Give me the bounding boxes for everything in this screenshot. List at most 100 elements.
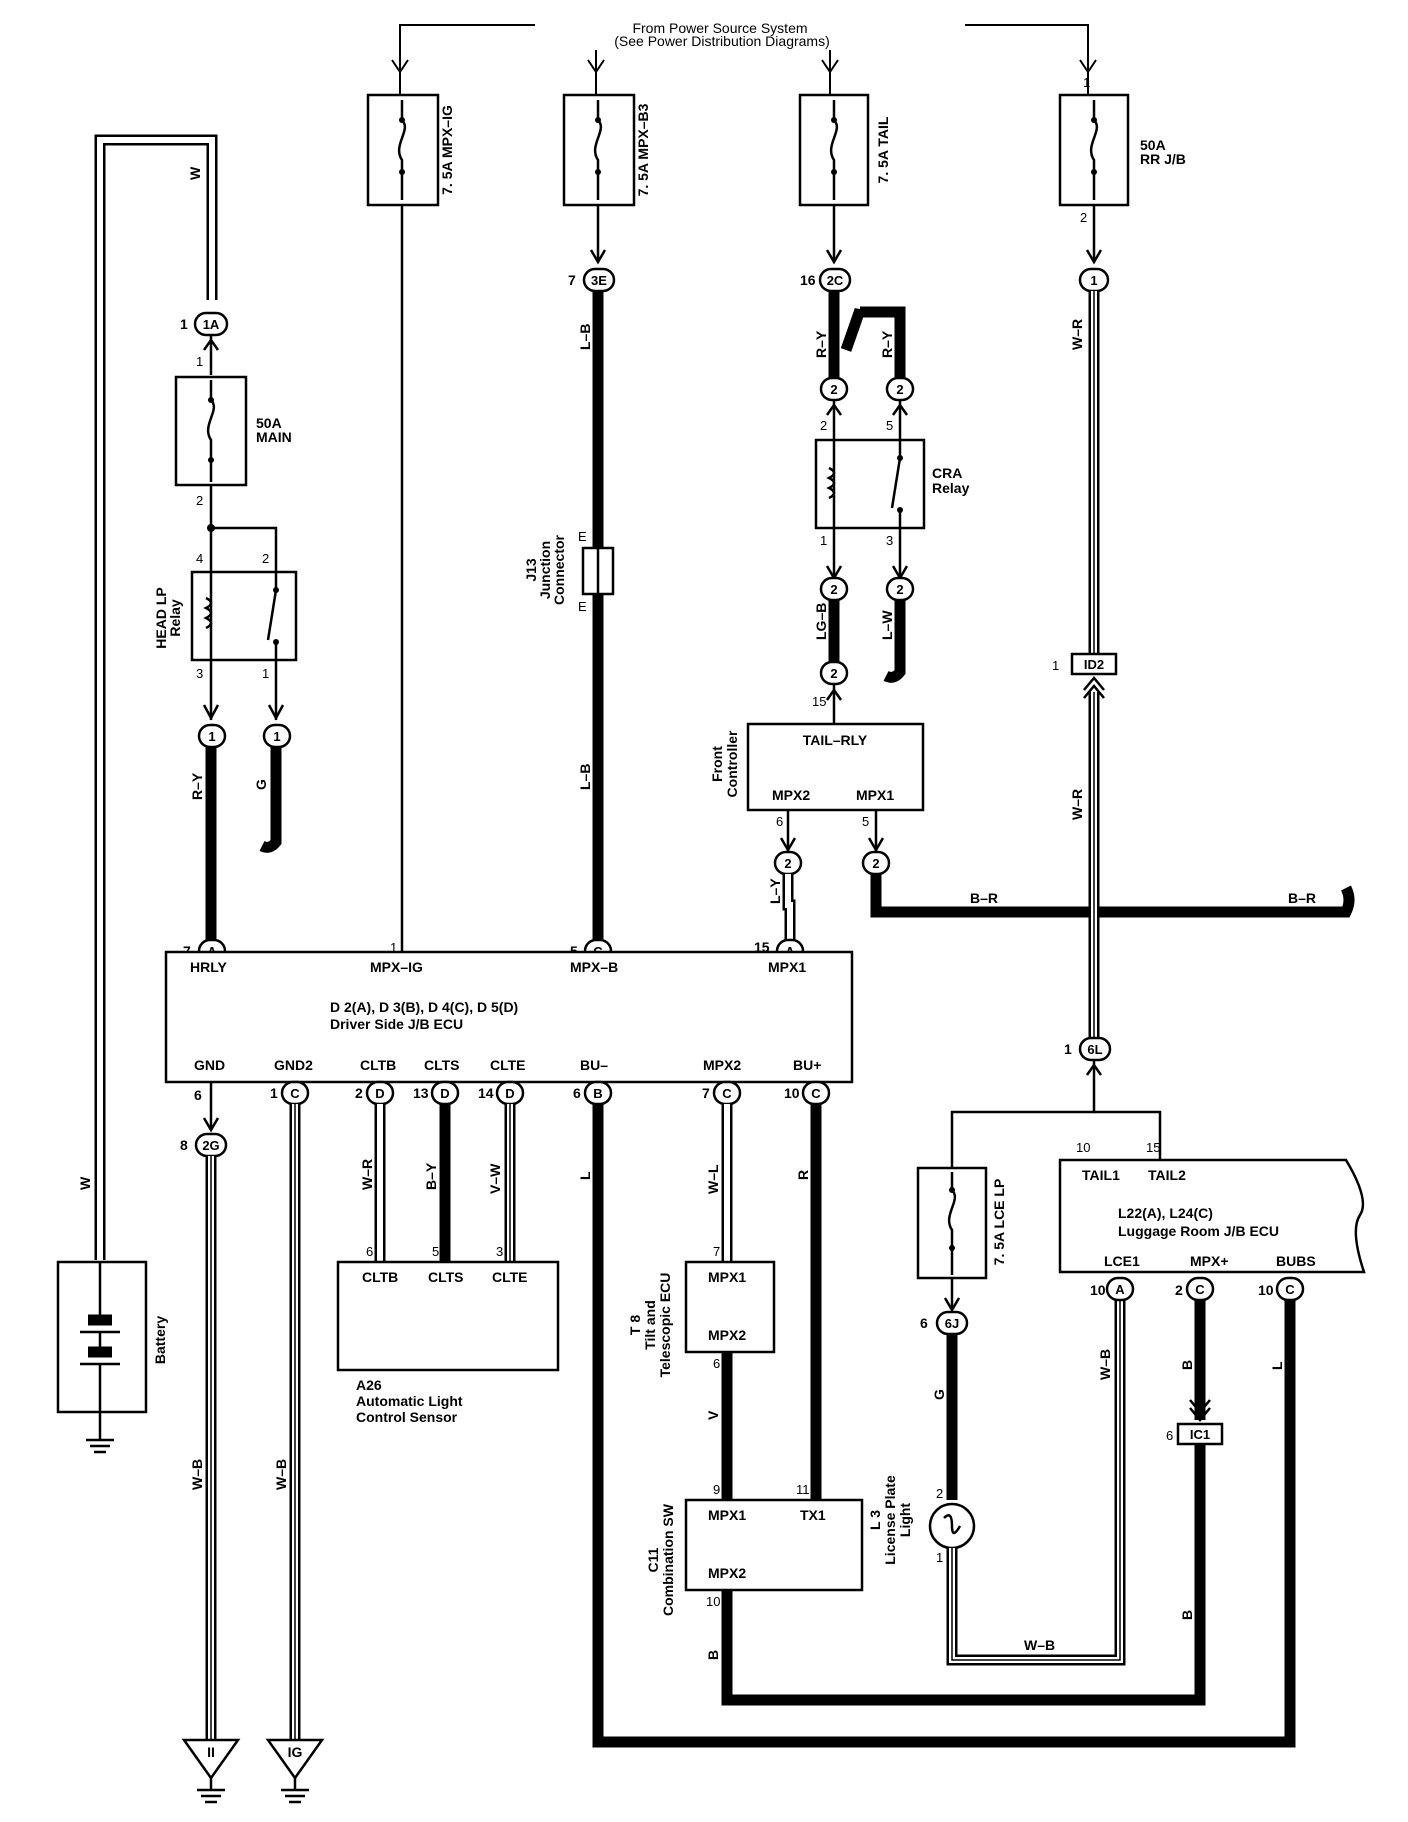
- svg-text:Relay: Relay: [932, 480, 970, 496]
- svg-text:Relay: Relay: [167, 599, 183, 637]
- svg-text:V: V: [705, 1410, 721, 1420]
- svg-text:W–R: W–R: [1069, 789, 1085, 820]
- svg-text:10: 10: [784, 1085, 800, 1101]
- svg-text:R–Y: R–Y: [189, 772, 205, 800]
- svg-text:W–L: W–L: [705, 1164, 721, 1194]
- svg-text:10: 10: [706, 1594, 720, 1609]
- svg-text:1: 1: [196, 354, 203, 369]
- svg-text:L: L: [577, 1171, 593, 1180]
- arrow-down-icon: [587, 50, 605, 95]
- svg-text:15: 15: [1146, 1140, 1160, 1155]
- svg-text:L–W: L–W: [879, 610, 895, 640]
- svg-text:5: 5: [862, 814, 869, 829]
- combination-switch: 9 11 MPX1 TX1 MPX2 C11 Combination SW 10…: [645, 1440, 1206, 1706]
- svg-text:W–B: W–B: [1024, 1637, 1055, 1653]
- svg-text:R–Y: R–Y: [813, 330, 829, 358]
- svg-text:2: 2: [896, 382, 903, 397]
- ground-icon: [197, 1778, 225, 1804]
- svg-text:W–B: W–B: [1097, 1349, 1113, 1380]
- svg-text:L–B: L–B: [577, 324, 593, 350]
- svg-text:W–B: W–B: [189, 1459, 205, 1490]
- svg-text:T 8: T 8: [627, 1315, 643, 1335]
- svg-text:7: 7: [702, 1085, 710, 1101]
- battery-circuit: W W 1 1A 1 50A MAIN 2 4 2 HEAD LP Relay …: [56, 134, 298, 1454]
- connector-a: [1105, 1276, 1135, 1302]
- svg-text:Junction: Junction: [537, 541, 553, 599]
- fuse-tail-label: 7. 5A TAIL: [875, 116, 891, 183]
- svg-text:B: B: [1179, 1360, 1195, 1370]
- svg-text:IC1: IC1: [1190, 1427, 1210, 1442]
- svg-text:MPX2: MPX2: [703, 1057, 741, 1073]
- fuse-mpx-b3-label: 7. 5A MPX–B3: [635, 103, 651, 196]
- svg-text:CLTS: CLTS: [428, 1269, 464, 1285]
- svg-text:BU–: BU–: [580, 1057, 608, 1073]
- license-plate-circuit: 7. 5A LCE LP 6 6J G 2 1 L 3 License Plat…: [867, 1100, 1162, 1666]
- svg-text:C11: C11: [645, 1547, 661, 1572]
- svg-text:Control Sensor: Control Sensor: [356, 1409, 458, 1425]
- svg-text:2G: 2G: [202, 1138, 219, 1153]
- svg-text:E: E: [578, 529, 587, 544]
- connector-id2: [1070, 652, 1118, 676]
- svg-text:W–R: W–R: [1069, 319, 1085, 350]
- ground-icon: [86, 1438, 114, 1454]
- svg-text:L–B: L–B: [577, 764, 593, 790]
- svg-text:1: 1: [1064, 1041, 1072, 1057]
- svg-text:MPX+: MPX+: [1190, 1253, 1229, 1269]
- svg-text:License Plate: License Plate: [882, 1475, 898, 1565]
- svg-text:2: 2: [196, 493, 203, 508]
- svg-text:6: 6: [776, 814, 783, 829]
- svg-text:A: A: [1115, 1282, 1125, 1297]
- svg-text:10: 10: [1076, 1140, 1090, 1155]
- svg-text:6J: 6J: [945, 1316, 959, 1331]
- svg-text:LG–B: LG–B: [813, 603, 829, 640]
- svg-text:5: 5: [886, 418, 893, 433]
- svg-text:Tilt and: Tilt and: [642, 1300, 658, 1350]
- header-wire-left: [399, 24, 535, 60]
- svg-text:D: D: [505, 1086, 514, 1101]
- svg-text:CLTB: CLTB: [360, 1057, 396, 1073]
- svg-text:HRLY: HRLY: [190, 959, 227, 975]
- svg-text:MPX–IG: MPX–IG: [370, 959, 423, 975]
- svg-text:1: 1: [1083, 75, 1090, 90]
- svg-text:G: G: [253, 779, 269, 790]
- svg-text:B: B: [593, 1086, 602, 1101]
- wire-label-w: W: [77, 1176, 93, 1190]
- svg-text:2: 2: [1175, 1282, 1183, 1298]
- svg-text:ID2: ID2: [1084, 657, 1104, 672]
- svg-text:Light: Light: [897, 1503, 913, 1538]
- svg-text:MAIN: MAIN: [256, 429, 292, 445]
- svg-text:8: 8: [180, 1137, 188, 1153]
- svg-text:6: 6: [920, 1315, 928, 1331]
- connector-c: [1275, 1276, 1305, 1302]
- svg-text:2: 2: [936, 1486, 943, 1501]
- svg-text:MPX2: MPX2: [708, 1327, 746, 1343]
- svg-text:TAIL–RLY: TAIL–RLY: [803, 732, 868, 748]
- circuit-tail: 16 2C R–Y R–Y 2 2 2 5 CRA Relay 1 3: [709, 205, 1355, 955]
- svg-text:3: 3: [196, 666, 203, 681]
- svg-text:2: 2: [830, 666, 837, 681]
- circuit-mpx-b: 7 3E L–B L–B E E J13 Junction Connector: [523, 205, 616, 952]
- svg-text:2: 2: [355, 1085, 363, 1101]
- svg-text:16: 16: [800, 272, 816, 288]
- front-controller: [746, 722, 925, 812]
- arrow-down-icon: [391, 25, 409, 95]
- svg-text:10: 10: [1258, 1282, 1274, 1298]
- svg-text:LCE1: LCE1: [1104, 1253, 1140, 1269]
- svg-text:HEAD LP: HEAD LP: [153, 587, 169, 648]
- svg-text:D: D: [440, 1086, 449, 1101]
- svg-text:4: 4: [196, 551, 203, 566]
- svg-text:2: 2: [872, 856, 879, 871]
- connector-ic1: [1176, 1422, 1224, 1446]
- svg-text:W–B: W–B: [273, 1459, 289, 1490]
- svg-text:2: 2: [262, 551, 269, 566]
- svg-text:9: 9: [713, 1482, 720, 1497]
- svg-text:CLTB: CLTB: [362, 1269, 398, 1285]
- svg-text:11: 11: [796, 1482, 810, 1497]
- svg-text:3: 3: [496, 1244, 503, 1259]
- fuse-rr-jb: 1 50A RR J/B 2: [1058, 75, 1186, 225]
- svg-text:G: G: [931, 1389, 947, 1400]
- svg-text:J13: J13: [523, 558, 539, 582]
- ground-icon: [281, 1778, 309, 1804]
- svg-text:50A: 50A: [256, 415, 282, 431]
